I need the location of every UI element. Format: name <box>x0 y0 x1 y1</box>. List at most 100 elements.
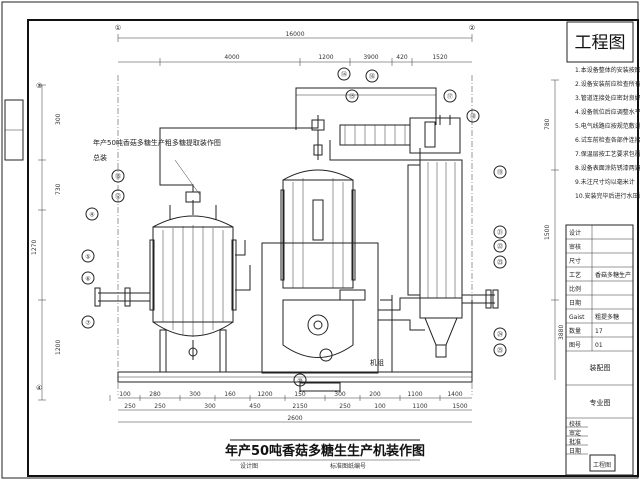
leader-circle <box>111 189 125 203</box>
note-5: 6.试车前检查各部件连接 <box>575 136 640 144</box>
subtitle-left: 设计图 <box>240 462 258 470</box>
bottom-dim-value: 450 <box>249 403 261 410</box>
bottom-dim-value: 1100 <box>412 403 427 410</box>
bottom-dim-value: 1400 <box>447 391 462 398</box>
bottom-dim-value: 300 <box>334 391 346 398</box>
bottom-dim-value: 1500 <box>452 403 467 410</box>
leader-circle <box>466 109 480 123</box>
callout-label: 机组 <box>370 358 384 367</box>
note-0: 1.本设备整体的安装按图纸要求施工 <box>575 66 640 74</box>
grid-label-1: ② <box>469 24 475 32</box>
top-dim-seg-1: 1200 <box>318 54 333 61</box>
leader-circle <box>443 89 457 103</box>
stamp-label: 工程图 <box>575 33 626 53</box>
leader-circle <box>111 169 125 183</box>
leader-circle <box>365 69 379 83</box>
note-1: 2.设备安装前应检查所有零部件 <box>575 80 640 88</box>
leader-label: ⑰ <box>447 93 453 101</box>
corner-stamp: 工程图 <box>593 461 611 469</box>
bottom-dim-value: 200 <box>369 391 381 398</box>
evaporator-column <box>280 119 356 289</box>
leader-label: ⑥ <box>85 276 90 283</box>
leader-circle <box>81 271 95 285</box>
annotation-title: 年产50吨香菇多糖生产粗多糖提取装作图 <box>93 138 221 147</box>
side-table-value: 17 <box>595 328 603 335</box>
bottom-dim-value: 2150 <box>292 403 307 410</box>
annotation-sub: 总装 <box>93 153 107 162</box>
grid-label-0: ① <box>115 24 121 32</box>
leader-label: ⑲ <box>497 169 503 177</box>
leader-label: ⑫ <box>115 193 121 201</box>
side-table-label: 日期 <box>569 299 581 307</box>
leader-circle <box>493 239 507 253</box>
sign-row-label: 批准 <box>569 438 581 446</box>
top-dim-total: 16000 <box>285 31 304 38</box>
condenser <box>329 117 461 161</box>
vapor-pipe <box>159 115 319 192</box>
side-table-label: 比例 <box>569 285 581 293</box>
sign-row-label: 日期 <box>569 447 581 455</box>
sign-row-label: 校核 <box>569 420 581 428</box>
leader-label: ⑭ <box>341 71 347 79</box>
leader-label: ④ <box>89 212 94 219</box>
top-dim-seg-3: 420 <box>396 54 408 61</box>
side-table-label: 图号 <box>569 342 581 349</box>
leader-circle <box>337 67 351 81</box>
grid-label-2: ③ <box>36 82 42 90</box>
leader-label: ⑯ <box>369 73 375 81</box>
leader-circle <box>345 89 359 103</box>
leader-circle <box>293 373 307 387</box>
leader-circle <box>81 249 95 263</box>
extraction-tank <box>149 191 237 373</box>
receiver-column <box>407 159 463 358</box>
pump-base <box>299 382 341 392</box>
top-dim-seg-2: 3900 <box>363 54 378 61</box>
drawing-frame <box>27 19 639 477</box>
side-table-bottom-label: 专业图 <box>590 398 611 407</box>
side-table-value: 粗提多糖 <box>595 313 619 321</box>
side-table-label: Gaist <box>569 314 585 321</box>
leader-label: ⑩ <box>297 378 302 385</box>
leader-label: ⑱ <box>470 113 476 121</box>
leader-circle <box>81 315 95 329</box>
bottom-dim-value: 1100 <box>407 391 422 398</box>
note-8: 9.未注尺寸均以毫米计 <box>575 178 635 186</box>
bottom-dim-value: 250 <box>339 403 351 410</box>
leader-circle <box>85 207 99 221</box>
side-table-label: 尺寸 <box>569 257 581 265</box>
left-dim-1: 730 <box>55 183 62 195</box>
leader-label: ㉔ <box>497 331 503 339</box>
bottom-dim-value: 150 <box>294 391 306 398</box>
left-dim-0: 300 <box>55 113 62 125</box>
leader-label: ㉑ <box>497 229 503 237</box>
leader-label: ㉕ <box>497 347 503 355</box>
stamp-box <box>566 21 634 63</box>
bottom-dim-value: 1200 <box>257 391 272 398</box>
leader-label: ⑤ <box>85 254 90 261</box>
side-table-value: 香菇多糖生产 <box>595 271 631 279</box>
side-table-value: 01 <box>595 342 603 349</box>
note-9: 10.安装完毕后进行水压试验 <box>575 192 640 200</box>
bottom-dim-value: 300 <box>204 403 216 410</box>
bottom-dim-value: 300 <box>189 391 201 398</box>
top-dim-seg-0: 4000 <box>224 54 239 61</box>
top-pipe <box>295 87 437 130</box>
bottom-dim-total: 2600 <box>287 415 302 422</box>
left-dim-2: 1270 <box>31 240 38 255</box>
note-4: 5.电气线路应按规范敷设 <box>575 122 640 130</box>
leader-label: ⑮ <box>349 93 355 101</box>
notes-block: 1.本设备整体的安装按图纸要求施工 2.设备安装前应检查所有零部件 3.管道连接… <box>575 66 640 200</box>
bottom-dim-value: 100 <box>374 403 386 410</box>
right-dim-1: 1500 <box>544 225 551 240</box>
separator-base <box>261 242 379 392</box>
left-dim-3: 1200 <box>55 340 62 355</box>
note-7: 8.设备表面涂防锈漆两遍 <box>575 164 640 172</box>
corner-stamp-box <box>589 454 616 472</box>
leader-circle <box>493 327 507 341</box>
leader-circle <box>493 225 507 239</box>
side-table-label: 设计 <box>569 229 581 237</box>
